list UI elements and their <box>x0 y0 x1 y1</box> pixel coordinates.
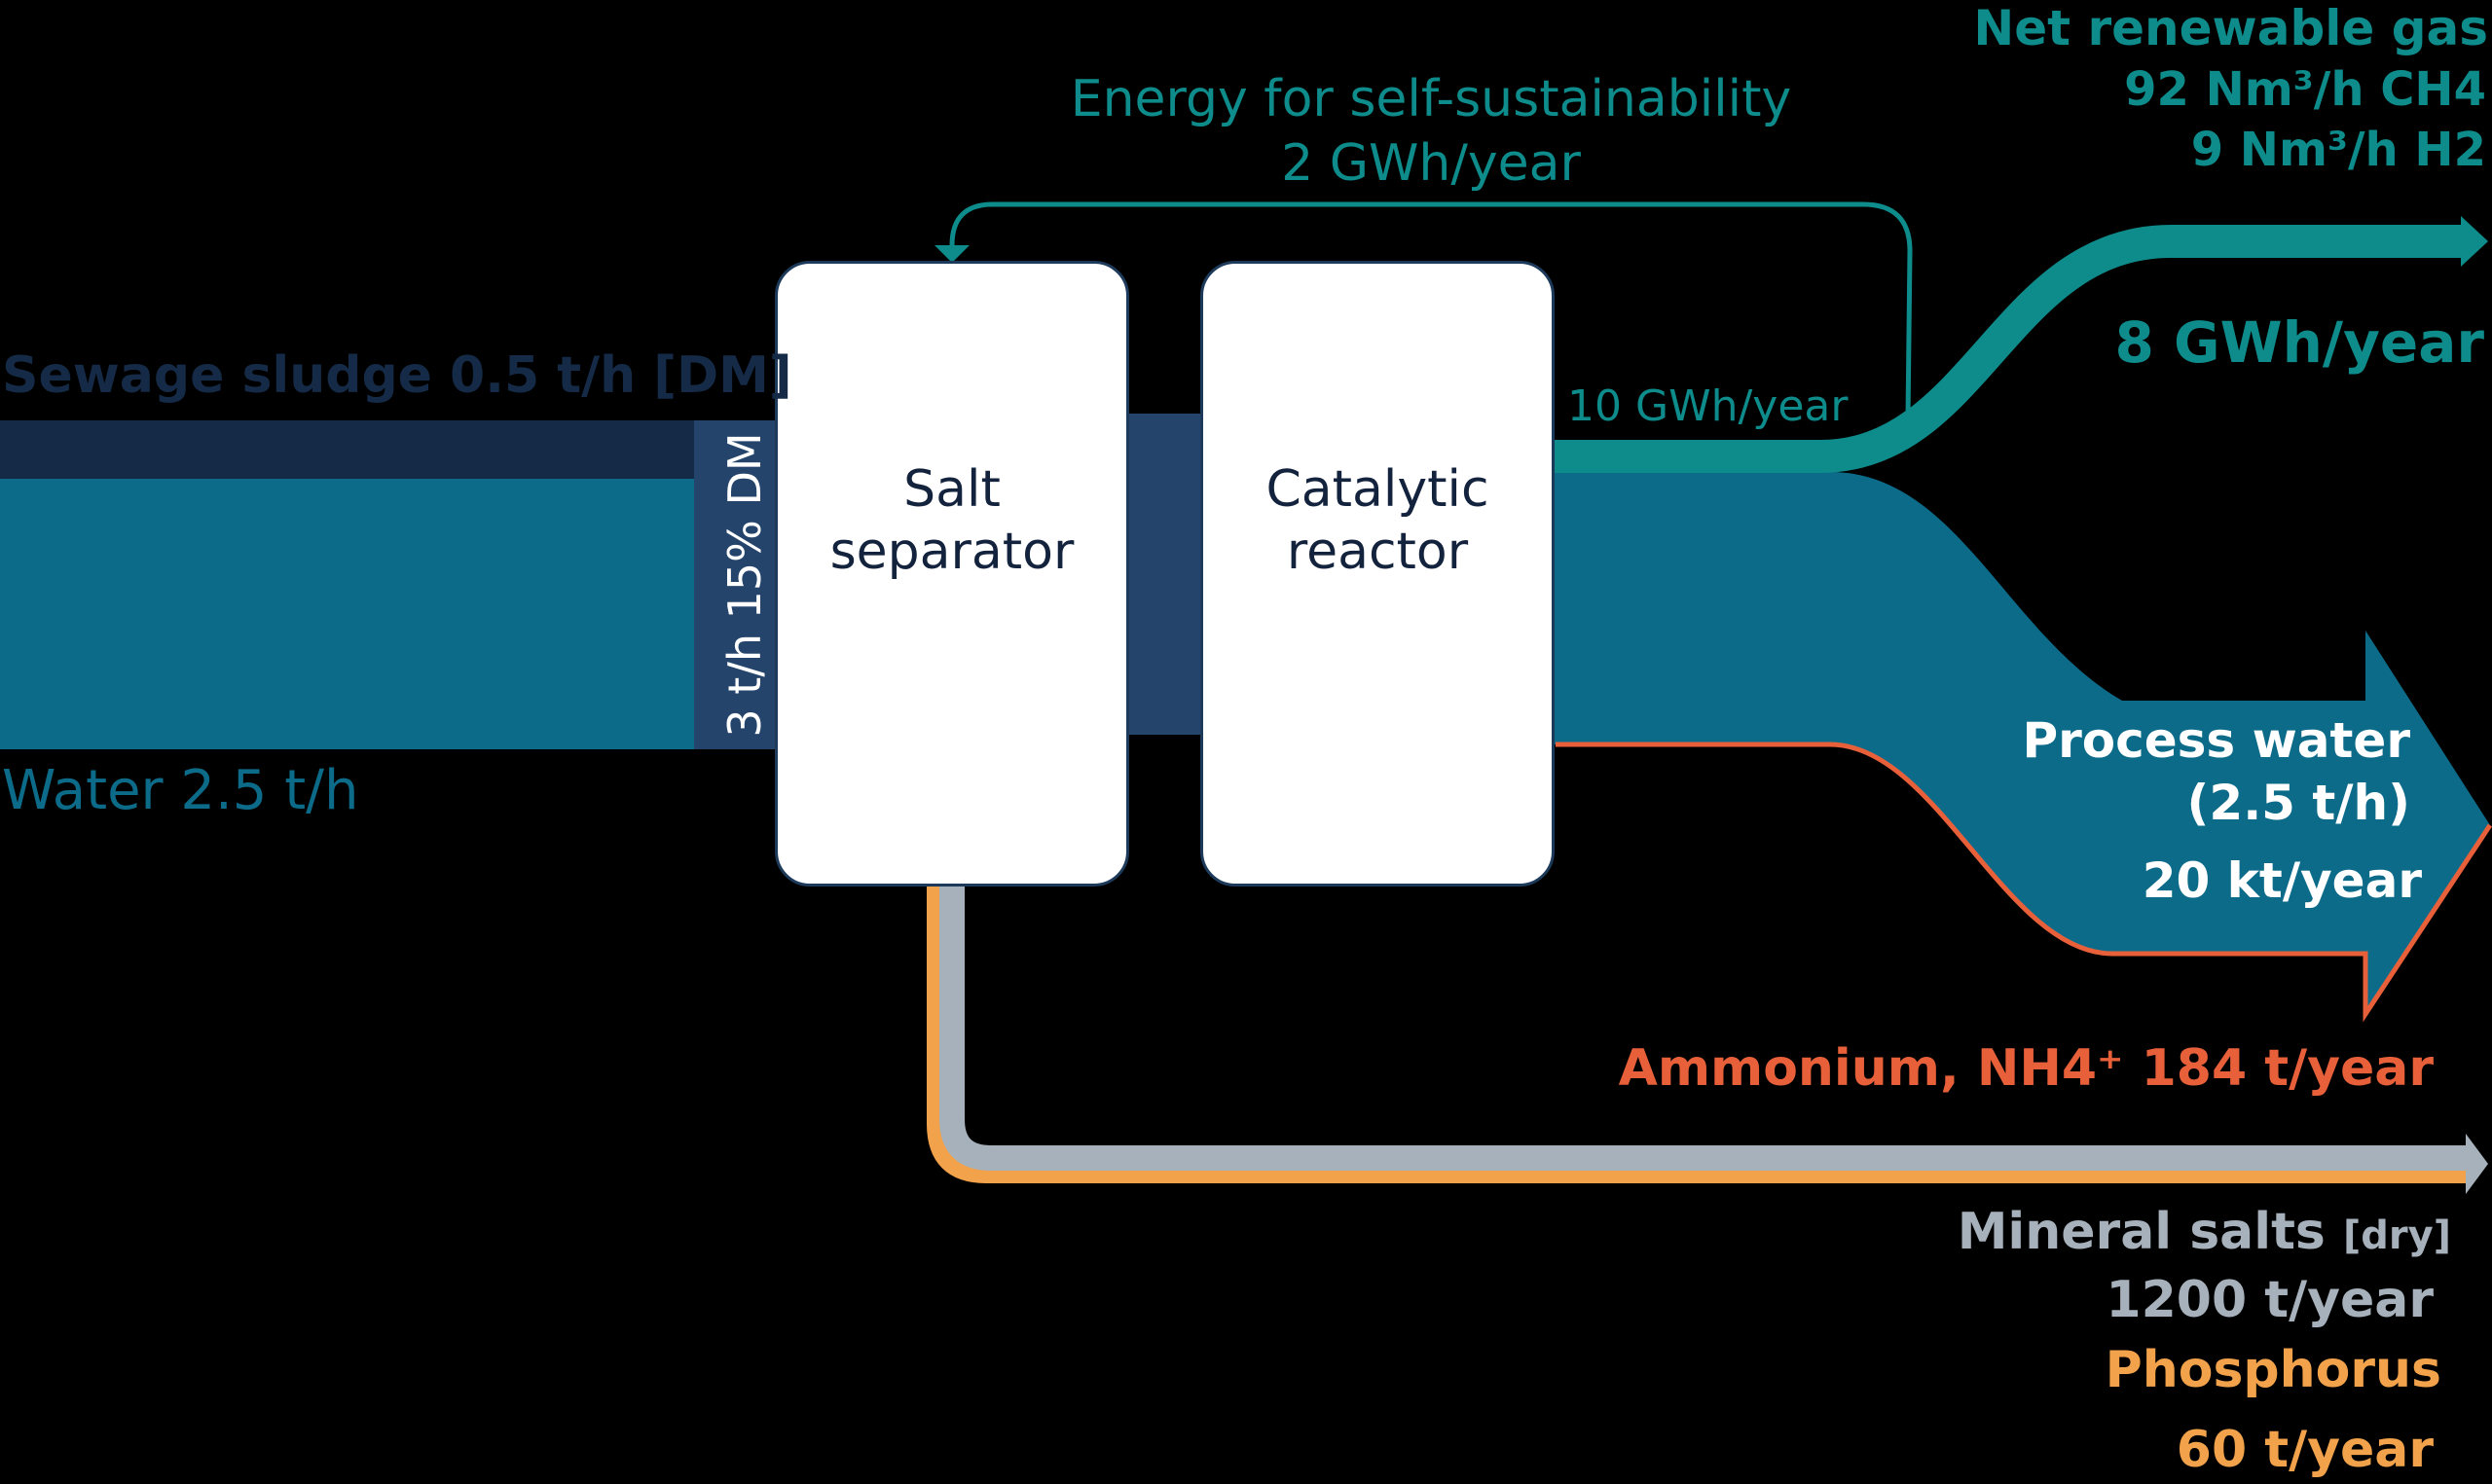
energy-loop-label-line2: 2 GWh/year <box>1281 134 1581 193</box>
process-water-stream <box>1548 472 2490 1017</box>
energy-loop-arrowhead <box>934 245 970 263</box>
sludge-stream <box>0 420 701 479</box>
gas-h2: 9 Nm³/h H2 <box>2190 123 2486 177</box>
mineral-salts-name: Mineral salts <box>1957 1203 2326 1261</box>
process-water-title: Process water <box>2022 712 2410 769</box>
water-stream <box>0 479 701 749</box>
water-label: Water 2.5 t/h <box>2 759 359 822</box>
process-water-rate: (2.5 t/h) <box>2186 775 2410 831</box>
gas-flow-label: 10 GWh/year <box>1567 381 1849 431</box>
energy-loop-line <box>949 201 1913 446</box>
sludge-label: Sewage sludge 0.5 t/h [DM] <box>2 346 792 405</box>
gas-arrowhead <box>2461 216 2488 267</box>
process-water-annual: 20 kt/year <box>2142 852 2422 909</box>
gas-title: Net renewable gas <box>1973 0 2488 56</box>
gas-ch4: 92 Nm³/h CH4 <box>2124 62 2486 117</box>
phosphorus-title: Phosphorus <box>2105 1341 2441 1399</box>
salt-separator-label-line2: separator <box>829 523 1075 581</box>
energy-loop-label-line1: Energy for self-sustainability <box>1070 70 1792 128</box>
feed-stream <box>694 420 776 749</box>
salt-separator-box: Salt separator <box>775 261 1129 887</box>
gas-stream <box>1548 225 2463 473</box>
catalytic-reactor-label-line2: reactor <box>1286 523 1469 581</box>
catalytic-reactor-label-line1: Catalytic <box>1265 460 1489 519</box>
mineral-salts-qualifier: [dry] <box>2343 1213 2451 1258</box>
salt-separator-label-line1: Salt <box>903 460 1001 519</box>
phosphorus-amount: 60 t/year <box>2176 1421 2434 1479</box>
phosphorus-stream-edge <box>927 876 2468 1183</box>
mineral-arrowhead <box>2466 1134 2488 1194</box>
mineral-salts-stream <box>939 876 2468 1171</box>
ammonium-stream <box>1556 742 2492 1023</box>
mineral-salts-title: Mineral salts [dry] <box>1958 1203 2451 1261</box>
gas-energy: 8 GWh/year <box>2114 309 2485 376</box>
mineral-salts-amount: 1200 t/year <box>2106 1271 2434 1329</box>
feed-label: 3 t/h 15% DM <box>718 432 771 738</box>
ammonium-label: Ammonium, NH4⁺ 184 t/year <box>1618 1039 2434 1098</box>
catalytic-reactor-box: Catalytic reactor <box>1200 261 1555 887</box>
